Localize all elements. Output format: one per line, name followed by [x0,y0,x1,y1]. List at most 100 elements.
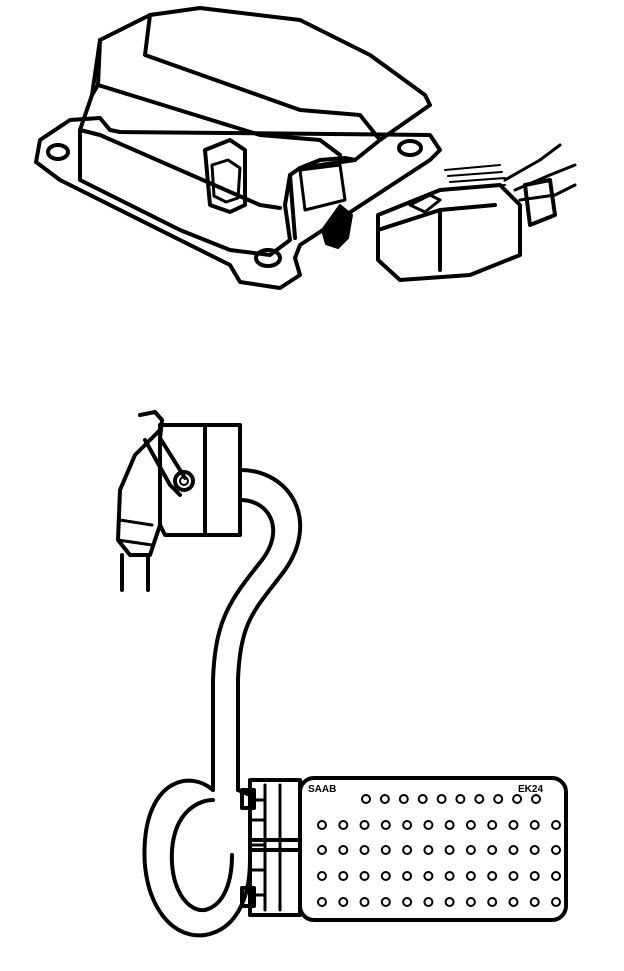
connector-pin [487,820,498,830]
connector-pin [465,845,476,855]
connector-pin [487,897,498,907]
connector-pin [508,871,519,881]
connector-pin [444,897,455,907]
plug-body [376,183,522,282]
connector-pin [529,897,540,907]
large-connector-clip-bottom [240,886,256,908]
module-top-ridge [90,38,342,157]
connector-pin [423,871,434,881]
connector-pin [359,845,370,855]
connector-pin [317,845,327,855]
connector-pin [529,871,540,881]
plug-top-edge [376,203,497,272]
connector-pin [402,820,413,830]
small-connector [116,410,242,592]
control-module [34,6,442,290]
large-connector-clip-top [240,788,256,810]
plug-clip [523,178,557,227]
connector-pin [423,897,434,907]
small-connector-bolt [173,470,195,492]
connector-pin [508,845,519,855]
mount-hole-front [254,248,282,268]
connector-pin [551,871,561,881]
connector-pin [508,897,519,907]
connector-pin [359,820,370,830]
connector-pin [493,794,504,804]
connector-pin [455,794,466,804]
module-front-edge [78,128,282,210]
connector-pin [551,897,561,907]
connector-pin [551,845,561,855]
connector-pin [529,845,540,855]
mount-hole-right [397,139,423,157]
harness-loop-inner [169,798,234,913]
harness-cable-inner [211,498,276,792]
connector-pin [338,845,349,855]
connector-pin [551,820,561,830]
small-connector-cable [120,553,150,592]
small-connector-sleeve [116,518,154,547]
connector-pin [444,845,455,855]
connector-pin [444,871,455,881]
connector-pin [444,820,455,830]
plug-wire-1 [503,143,562,182]
plug-wire-3 [518,183,577,202]
connector-pin [474,794,485,804]
connector-pin [361,794,371,804]
connector-pin [487,845,498,855]
arrow-icon [321,204,353,249]
module-top-ridge-2 [143,13,382,142]
connector-pin [380,871,391,881]
plug-ribs [444,164,506,189]
connector-pin [512,794,523,804]
connector-pin [423,820,434,830]
connector-pin [380,897,391,907]
module-side-wall [288,156,357,240]
module-plug [376,143,577,282]
large-connector: SAAB EK24 [240,776,568,922]
module-base-plate [34,116,442,290]
small-connector-body [158,423,242,537]
module-socket [298,163,347,212]
connector-pin [423,845,434,855]
connector-pin [359,871,370,881]
plug-latch [408,193,442,214]
connector-pin [338,897,349,907]
connector-pin [487,871,498,881]
large-connector-band [248,838,302,852]
connector-pin [338,820,349,830]
connector-pin [402,871,413,881]
harness-cable-outer [236,468,303,792]
connector-pin [379,794,390,804]
module-recess [203,138,247,214]
connector-pin [338,871,349,881]
large-connector-face [298,776,568,922]
small-connector-lever [138,410,187,480]
large-connector-backshell-ridges [248,783,282,912]
connector-pin [317,871,327,881]
connector-pin [380,845,391,855]
module-recess-inner [210,158,242,204]
connector-pin [529,820,540,830]
connector-pin [317,897,327,907]
harness-cable [142,468,303,938]
connector-pin [417,794,428,804]
connector-pin [402,845,413,855]
small-connector-lever-2 [143,438,182,497]
connector-pin [465,820,476,830]
connector-pin [317,820,327,830]
connector-pin [380,820,391,830]
connector-label-left: SAAB [308,784,336,795]
connector-pin [465,871,476,881]
pin-grid [317,794,561,907]
small-connector-housing [116,428,162,557]
connector-pin [359,897,370,907]
connector-pin [531,794,541,804]
mount-hole-left [46,143,70,161]
insertion-arrow [321,204,353,249]
connector-pin [402,897,413,907]
connector-pin [398,794,409,804]
connector-pin [465,897,476,907]
